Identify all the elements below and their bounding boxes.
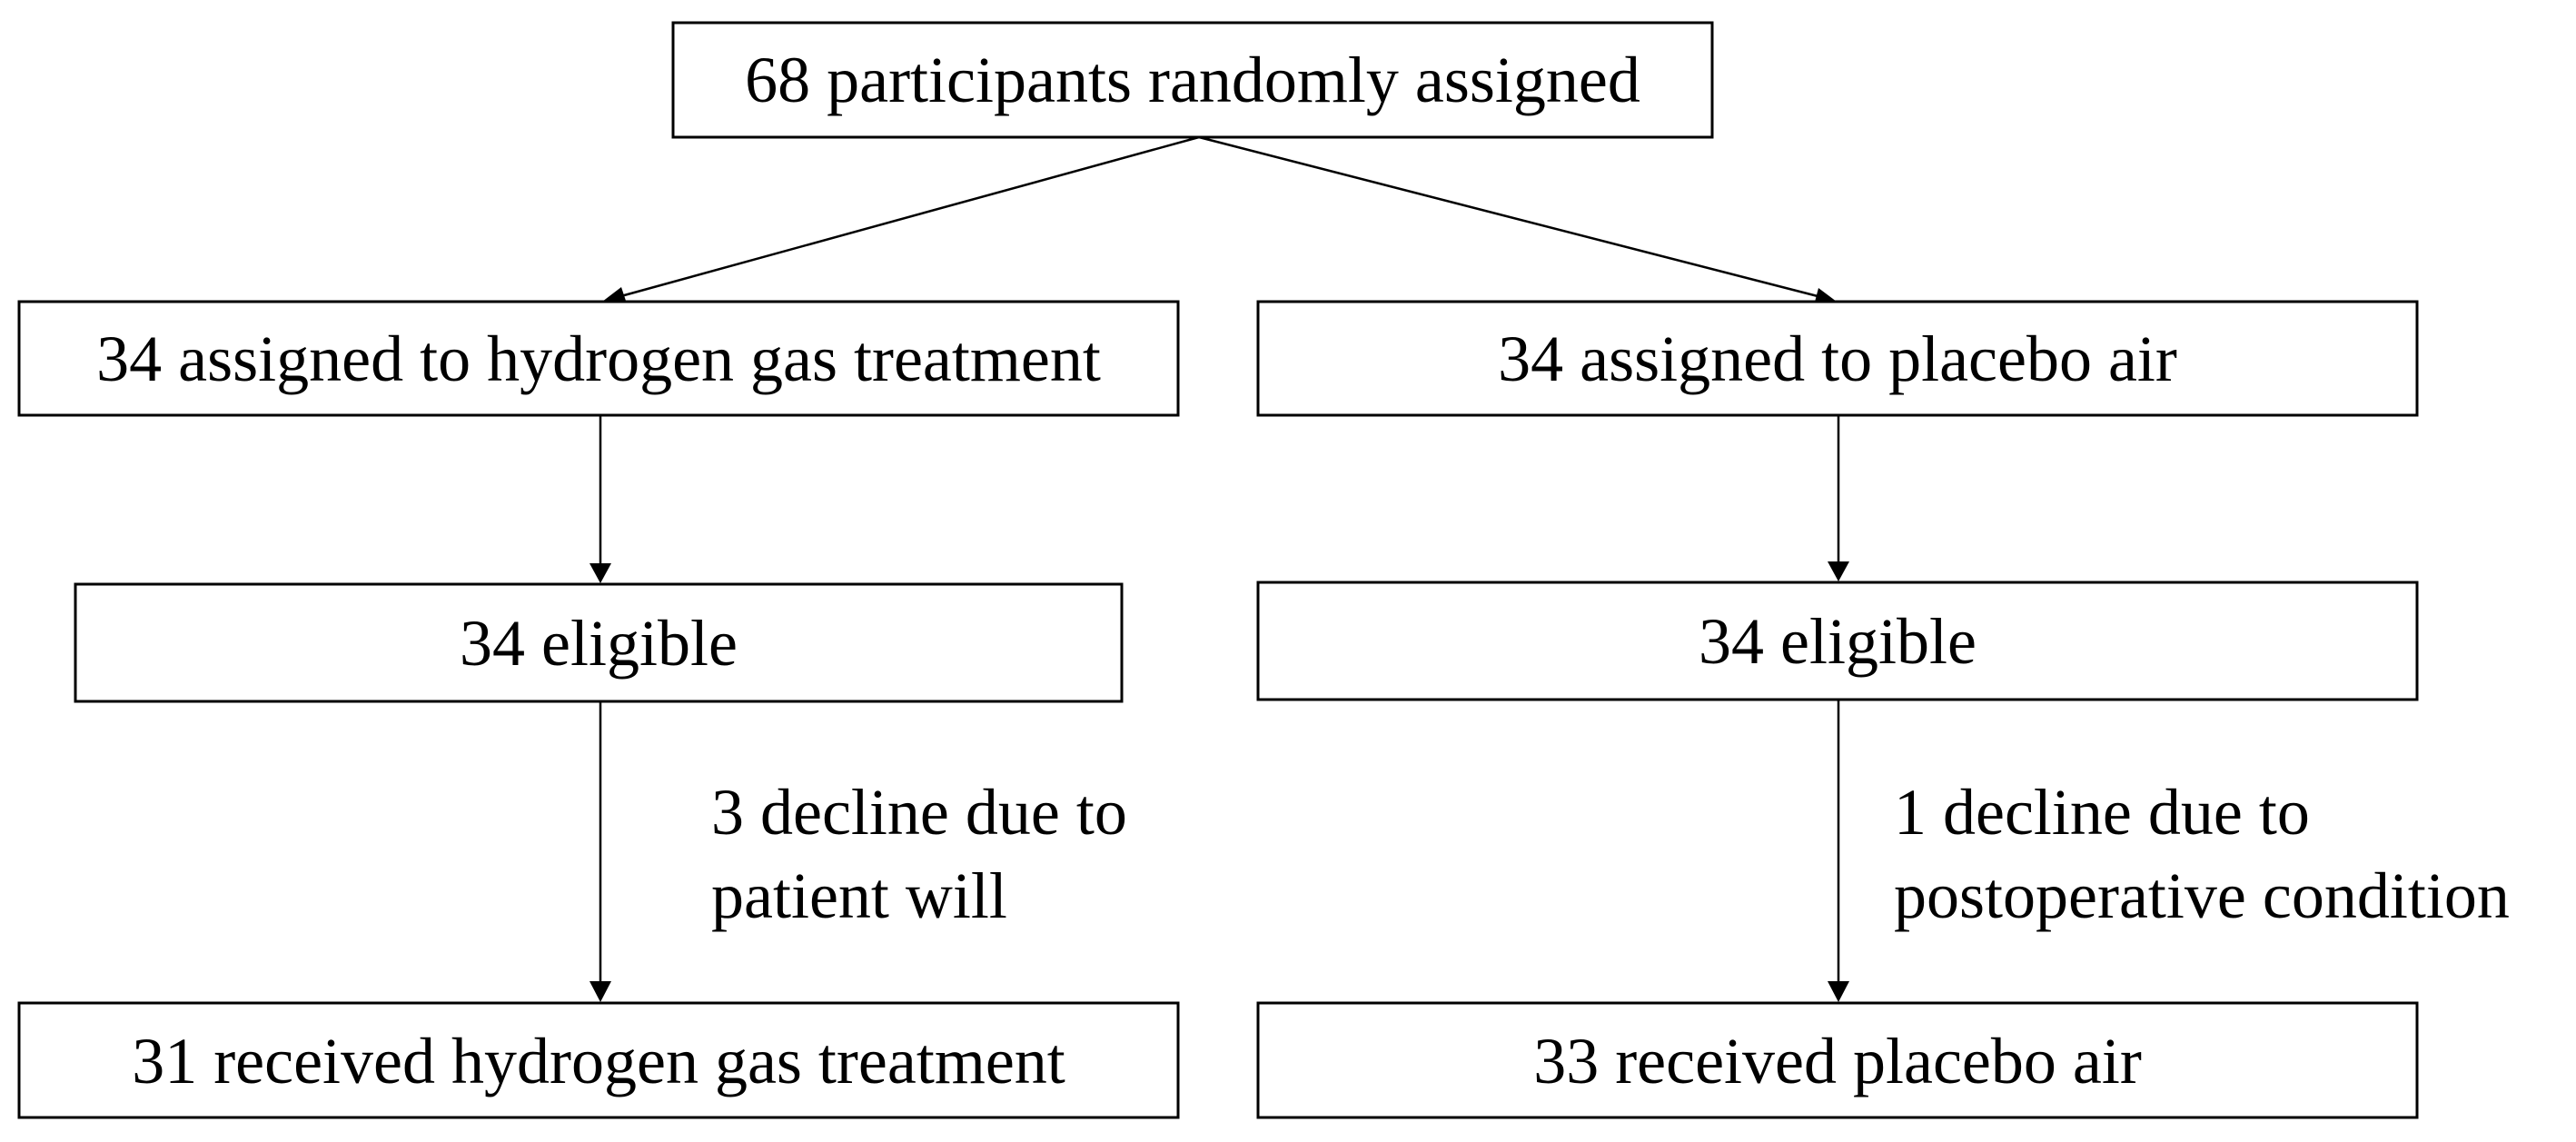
node-hydrogen-received-label: 31 received hydrogen gas treatment [132, 1025, 1065, 1097]
arrow-placebo-eligible-to-received [1828, 981, 1849, 1002]
note-placebo-decline-line-1: 1 decline due to [1894, 776, 2310, 849]
edges [590, 135, 1849, 1002]
node-placebo-assigned-label: 34 assigned to placebo air [1498, 323, 2177, 395]
node-placebo-eligible: 34 eligible [1256, 581, 2419, 701]
node-hydrogen-assigned-label: 34 assigned to hydrogen gas treatment [96, 323, 1101, 395]
note-hydrogen-decline-line-2: patient will [711, 859, 1007, 932]
note-placebo-decline: 1 decline due to postoperative condition [1894, 776, 2510, 932]
node-randomized-label: 68 participants randomly assigned [745, 44, 1640, 116]
note-placebo-decline-line-2: postoperative condition [1894, 859, 2510, 932]
arrow-hydrogen-assigned-to-eligible [590, 563, 611, 583]
node-hydrogen-received: 31 received hydrogen gas treatment [17, 1001, 1180, 1119]
arrow-randomized-to-hydrogen [602, 287, 627, 303]
edge-randomized-to-hydrogen [617, 135, 1200, 299]
arrow-placebo-assigned-to-eligible [1828, 561, 1849, 581]
node-hydrogen-eligible: 34 eligible [74, 582, 1124, 703]
arrow-hydrogen-eligible-to-received [590, 981, 611, 1002]
node-hydrogen-assigned: 34 assigned to hydrogen gas treatment [17, 300, 1180, 417]
edge-randomized-to-placebo [1198, 135, 1822, 299]
node-placebo-eligible-label: 34 eligible [1699, 605, 1977, 678]
note-hydrogen-decline: 3 decline due to patient will [711, 776, 1127, 932]
node-placebo-received: 33 received placebo air [1256, 1001, 2419, 1119]
node-hydrogen-eligible-label: 34 eligible [460, 607, 738, 680]
note-hydrogen-decline-line-1: 3 decline due to [711, 776, 1127, 849]
node-placebo-received-label: 33 received placebo air [1533, 1025, 2142, 1097]
node-randomized: 68 participants randomly assigned [671, 21, 1714, 139]
node-placebo-assigned: 34 assigned to placebo air [1256, 300, 2419, 417]
